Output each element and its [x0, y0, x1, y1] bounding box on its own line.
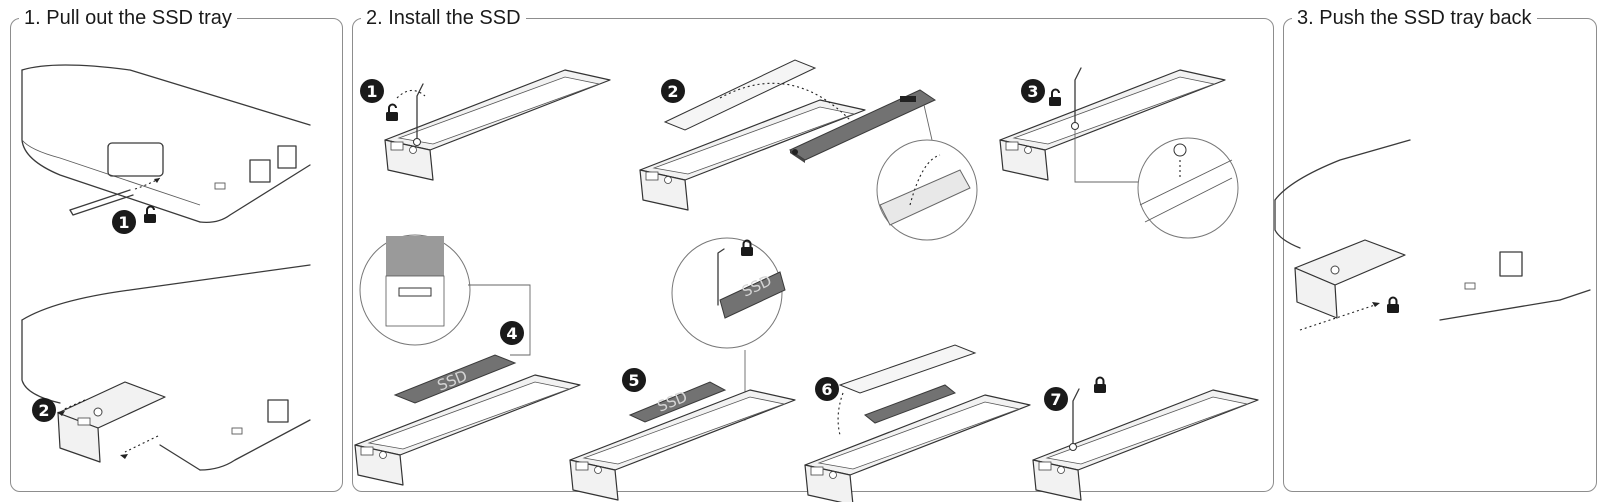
panel-title-step-1: 1. Pull out the SSD tray	[19, 6, 237, 30]
panel-push-tray-back: 3. Push the SSD tray back	[1283, 6, 1597, 492]
panel-title-step-3: 3. Push the SSD tray back	[1292, 6, 1537, 30]
panel-title-step-2: 2. Install the SSD	[361, 6, 526, 30]
panel-install-ssd: 2. Install the SSD	[352, 6, 1274, 492]
panel-pull-out-tray: 1. Pull out the SSD tray	[10, 6, 343, 492]
